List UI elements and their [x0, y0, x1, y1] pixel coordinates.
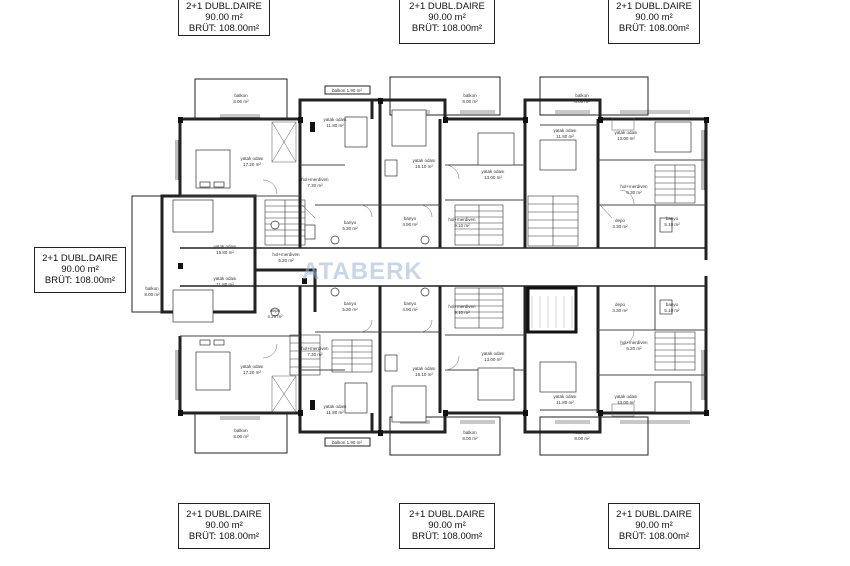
unit-card-bottom-left: 2+1 DUBL.DAIRE 90.00 m² BRÜT: 108.00m²: [178, 503, 270, 549]
watermark-logo: ATABERK: [302, 258, 423, 285]
unit-type: 2+1 DUBL.DAIRE: [409, 1, 485, 12]
unit-net-area: 90.00 m²: [205, 12, 243, 23]
unit-type: 2+1 DUBL.DAIRE: [616, 509, 692, 520]
unit-net-area: 90.00 m²: [61, 264, 99, 275]
unit-gross-area: BRÜT: 108.00m²: [411, 23, 483, 34]
unit-gross-area: BRÜT: 108.00m²: [618, 531, 690, 542]
unit-net-area: 90.00 m²: [635, 520, 673, 531]
unit-type: 2+1 DUBL.DAIRE: [42, 253, 118, 264]
unit-net-area: 90.00 m²: [428, 520, 466, 531]
unit-card-top-mid: 2+1 DUBL.DAIRE 90.00 m² BRÜT: 108.00m²: [399, 0, 495, 44]
unit-gross-area: BRÜT: 108.00m²: [411, 531, 483, 542]
unit-card-left: 2+1 DUBL.DAIRE 90.00 m² BRÜT: 108.00m²: [34, 247, 126, 293]
unit-gross-area: BRÜT: 108.00m²: [618, 23, 690, 34]
unit-gross-area: BRÜT: 108.00m²: [188, 23, 260, 34]
unit-net-area: 90.00 m²: [428, 12, 466, 23]
unit-card-bottom-right: 2+1 DUBL.DAIRE 90.00 m² BRÜT: 108.00m²: [608, 503, 700, 549]
room-label: balkon 1.90 m²: [332, 440, 362, 445]
unit-card-top-right: 2+1 DUBL.DAIRE 90.00 m² BRÜT: 108.00m²: [608, 0, 700, 44]
unit-gross-area: BRÜT: 108.00m²: [44, 275, 116, 286]
unit-gross-area: BRÜT: 108.00m²: [188, 531, 260, 542]
unit-type: 2+1 DUBL.DAIRE: [616, 1, 692, 12]
unit-net-area: 90.00 m²: [635, 12, 673, 23]
unit-type: 2+1 DUBL.DAIRE: [409, 509, 485, 520]
unit-card-bottom-mid: 2+1 DUBL.DAIRE 90.00 m² BRÜT: 108.00m²: [399, 503, 495, 549]
room-label: balkon 1.90 m²: [332, 88, 362, 93]
unit-net-area: 90.00 m²: [205, 520, 243, 531]
unit-type: 2+1 DUBL.DAIRE: [186, 1, 262, 12]
unit-card-top-left: 2+1 DUBL.DAIRE 90.00 m² BRÜT: 108.00m²: [178, 0, 270, 36]
unit-type: 2+1 DUBL.DAIRE: [186, 509, 262, 520]
